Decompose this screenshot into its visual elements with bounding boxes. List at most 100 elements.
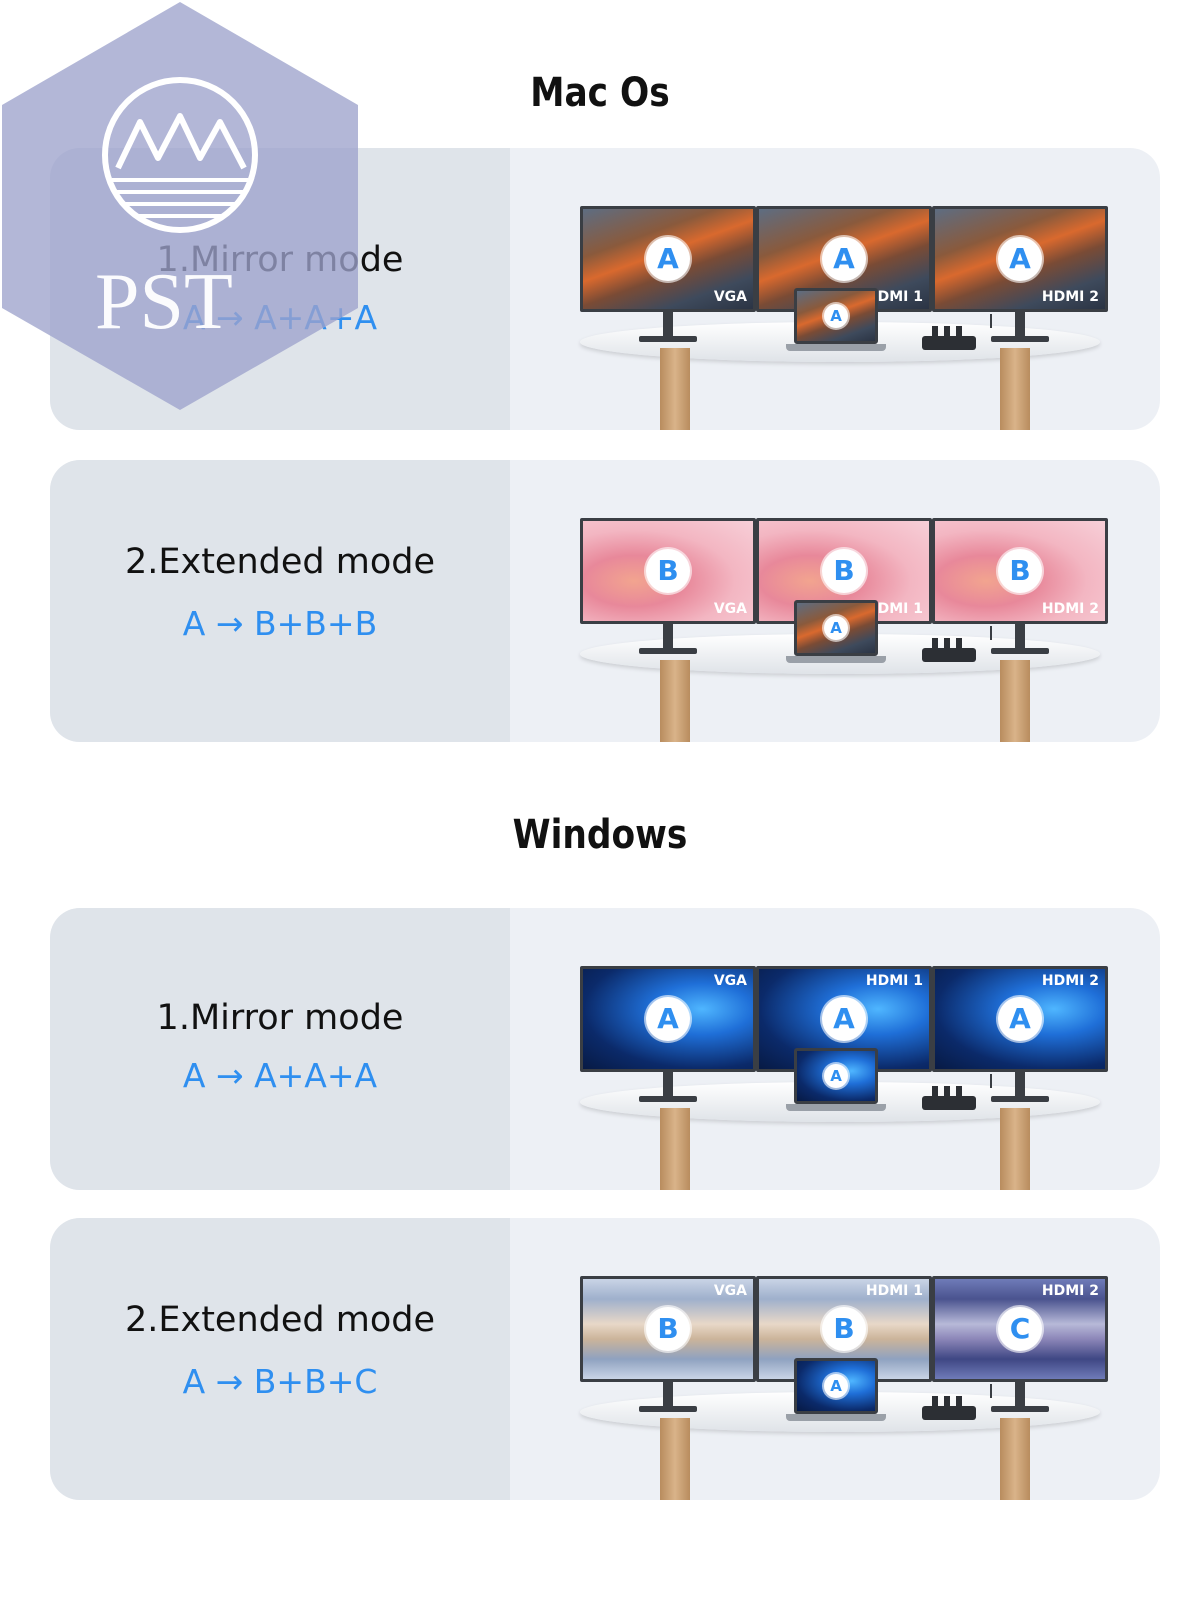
port-label: HDMI 1 — [865, 601, 923, 617]
usb-hub-adapter — [922, 1406, 976, 1420]
display-source-badge: B — [822, 1307, 866, 1351]
video-cable — [670, 1384, 672, 1398]
laptop-source-badge: A — [824, 1064, 848, 1088]
table-leg — [660, 348, 690, 430]
laptop: A — [794, 288, 878, 344]
mode-formula: A → A+A+A — [182, 1056, 378, 1095]
table-leg — [660, 1418, 690, 1500]
external-monitor: HDMI 2 A — [932, 966, 1108, 1072]
hub-connector — [932, 638, 938, 648]
port-label: HDMI 2 — [1041, 1283, 1099, 1299]
hub-connector — [944, 638, 950, 648]
display-source-badge: C — [998, 1307, 1042, 1351]
laptop-base — [786, 656, 886, 663]
monitor-stand — [1015, 1072, 1025, 1098]
laptop-base — [786, 1414, 886, 1421]
mode-name: 2.Extended mode — [124, 1300, 435, 1340]
mode-text-panel: 1.Mirror mode A → A+A+A — [50, 908, 510, 1190]
port-label: VGA — [713, 289, 747, 305]
display-source-badge: B — [646, 1307, 690, 1351]
port-label: HDMI 2 — [1041, 601, 1099, 617]
laptop-source-badge: A — [824, 304, 848, 328]
monitor-stand — [1015, 624, 1025, 650]
hub-connector — [944, 1396, 950, 1406]
hub-connector — [944, 1086, 950, 1096]
laptop: A — [794, 1048, 878, 1104]
mode-name: 1.Mirror mode — [156, 998, 404, 1038]
mode-formula: A → B+B+C — [182, 1362, 378, 1401]
section-title-macos: Mac Os — [530, 70, 670, 116]
table-leg — [660, 1108, 690, 1190]
monitor-foot — [991, 648, 1049, 654]
watermark-text: PST — [95, 258, 233, 346]
monitor-stand — [663, 1382, 673, 1408]
external-monitor: HDMI 2 B — [932, 518, 1108, 624]
laptop-source-badge: A — [824, 616, 848, 640]
external-monitor: HDMI 2 C — [932, 1276, 1108, 1382]
monitor-foot — [991, 1406, 1049, 1412]
display-source-badge: A — [822, 237, 866, 281]
display-source-badge: B — [822, 549, 866, 593]
hub-connector — [944, 326, 950, 336]
table-leg — [660, 660, 690, 742]
monitor-foot — [639, 648, 697, 654]
video-cable — [670, 626, 672, 640]
laptop-source-badge: A — [824, 1374, 848, 1398]
monitor-stand — [663, 312, 673, 338]
table-leg — [1000, 660, 1030, 742]
video-cable — [990, 626, 992, 640]
display-source-badge: A — [646, 997, 690, 1041]
monitor-foot — [991, 336, 1049, 342]
mode-text-panel: 2.Extended mode A → B+B+C — [50, 1218, 510, 1500]
port-label: VGA — [713, 973, 747, 989]
display-source-badge: A — [822, 997, 866, 1041]
external-monitor: VGA A — [580, 206, 756, 312]
mode-name: 2.Extended mode — [124, 542, 435, 582]
port-label: HDMI 1 — [865, 1283, 923, 1299]
hub-connector — [956, 1396, 962, 1406]
usb-hub-adapter — [922, 336, 976, 350]
monitor-foot — [639, 336, 697, 342]
monitor-stand — [663, 1072, 673, 1098]
mode-text-panel: 2.Extended mode A → B+B+B — [50, 460, 510, 742]
display-source-badge: B — [646, 549, 690, 593]
monitor-foot — [991, 1096, 1049, 1102]
table-leg — [1000, 1418, 1030, 1500]
laptop: A — [794, 600, 878, 656]
display-source-badge: B — [998, 549, 1042, 593]
video-cable — [670, 1074, 672, 1088]
monitor-stand — [1015, 312, 1025, 338]
hub-connector — [932, 326, 938, 336]
hub-connector — [956, 326, 962, 336]
monitor-stand — [1015, 1382, 1025, 1408]
section-title-windows: Windows — [512, 812, 688, 858]
table-leg — [1000, 348, 1030, 430]
port-label: VGA — [713, 1283, 747, 1299]
display-source-badge: A — [646, 237, 690, 281]
port-label: HDMI 2 — [1041, 973, 1099, 989]
external-monitor: VGA A — [580, 966, 756, 1072]
display-source-badge: A — [998, 997, 1042, 1041]
monitor-setup-illustration: VGA B HDMI 1 B HDMI 2 C A — [510, 1218, 1160, 1500]
video-cable — [990, 1074, 992, 1088]
video-cable — [990, 1384, 992, 1398]
laptop-base — [786, 344, 886, 351]
monitor-stand — [663, 624, 673, 650]
hub-connector — [956, 1086, 962, 1096]
external-monitor: VGA B — [580, 1276, 756, 1382]
port-label: HDMI 1 — [865, 973, 923, 989]
mode-formula: A → B+B+B — [182, 604, 378, 643]
table-leg — [1000, 1108, 1030, 1190]
monitor-foot — [639, 1406, 697, 1412]
port-label: HDMI 1 — [865, 289, 923, 305]
video-cable — [990, 314, 992, 328]
monitor-foot — [639, 1096, 697, 1102]
display-source-badge: A — [998, 237, 1042, 281]
video-cable — [670, 314, 672, 328]
